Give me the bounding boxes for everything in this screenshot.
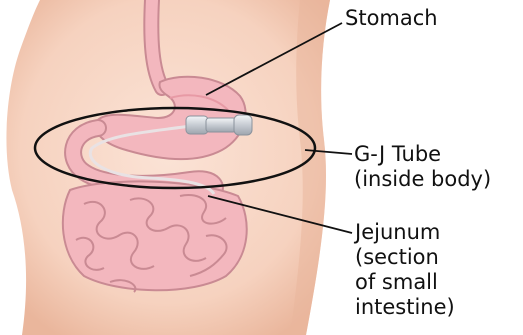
stomach-label-text: Stomach: [345, 6, 438, 31]
jejunum-label: Jejunum (section of small intestine): [355, 220, 455, 320]
gj-tube-label: G-J Tube (inside body): [354, 142, 491, 192]
gj-tube-device: [186, 115, 252, 135]
jejunum-label-line-3: of small: [355, 270, 455, 295]
jejunum-label-line-1: Jejunum: [355, 220, 455, 245]
stomach-label: Stomach: [345, 6, 438, 31]
gj-tube-label-line-1: G-J Tube: [354, 142, 491, 167]
jejunum-label-line-4: intestine): [355, 295, 455, 320]
gj-tube-label-line-2: (inside body): [354, 167, 491, 192]
jejunum-label-line-2: (section: [355, 245, 455, 270]
